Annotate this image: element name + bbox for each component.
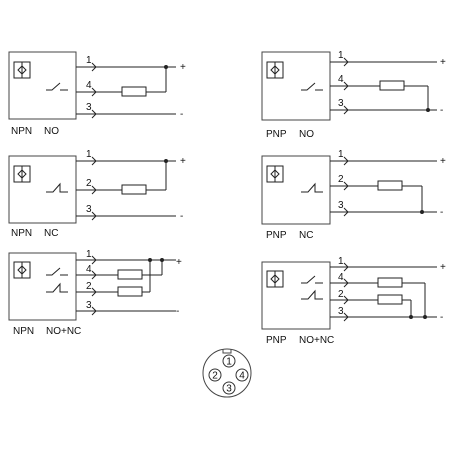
pin-number: 3: [86, 300, 92, 311]
svg-text:3: 3: [226, 384, 232, 395]
pin-number: 2: [86, 178, 92, 189]
no-switch-icon: [301, 275, 323, 284]
supply-minus-label: -: [180, 211, 183, 222]
sensor-body: [261, 51, 331, 121]
connector-arrows-icon: [91, 156, 97, 221]
supply-minus-label: -: [180, 109, 183, 120]
output-type-label: NPN: [13, 326, 34, 337]
connector-pin-2: 2: [208, 368, 222, 382]
pin-number: 4: [86, 264, 92, 275]
pin-number: 2: [86, 281, 92, 292]
sensor-symbol-icon: [266, 165, 284, 183]
supply-plus-label: +: [180, 156, 186, 167]
pnp-nc-diagram: 1 2 3 + - PNP NC: [261, 149, 446, 241]
load-resistor: [121, 184, 147, 195]
supply-plus-label: +: [440, 262, 446, 273]
no-switch-icon: [301, 82, 323, 91]
svg-text:4: 4: [239, 371, 245, 382]
supply-plus-label: +: [440, 156, 446, 167]
pin-number: 4: [338, 74, 344, 85]
connector-arrows-icon: [91, 255, 97, 316]
sensor-symbol-icon: [13, 165, 31, 183]
sensor-body: [8, 252, 77, 321]
supply-plus-label: +: [176, 257, 182, 268]
contact-mode-label: NC: [299, 230, 313, 241]
pin-number: 1: [338, 149, 344, 160]
output-type-label: NPN: [11, 228, 32, 239]
sensor-symbol-icon: [266, 61, 284, 79]
connector-pin-3: 3: [222, 381, 236, 395]
connector-pinout: 1 2 3 4: [202, 348, 252, 398]
pin-number: 3: [338, 306, 344, 317]
connector-arrows-icon: [343, 262, 349, 322]
contact-mode-label: NO: [299, 129, 314, 140]
pin-number: 3: [86, 102, 92, 113]
output-type-label: PNP: [266, 129, 287, 140]
sensor-body: [261, 155, 331, 225]
load-resistor: [379, 80, 405, 91]
load-resistor: [377, 277, 403, 288]
pnp-no-nc-diagram: 1 4 2 3 + - PNP NO+NC: [261, 256, 446, 346]
supply-minus-label: -: [440, 105, 443, 116]
supply-minus-label: -: [440, 312, 443, 323]
npn-nc-diagram: 1 2 3 + - NPN NC: [8, 149, 186, 239]
pin-number: 4: [338, 272, 344, 283]
svg-text:2: 2: [212, 371, 218, 382]
pin-number: 1: [338, 256, 344, 267]
pin-number: 4: [86, 80, 92, 91]
contact-mode-label: NO+NC: [299, 335, 334, 346]
output-type-label: NPN: [11, 126, 32, 137]
pnp-no-diagram: 1 4 3 + - PNP NO: [261, 50, 446, 140]
connector-face-icon: [202, 348, 252, 398]
sensor-symbol-icon: [266, 270, 284, 288]
contact-mode-label: NO: [44, 126, 59, 137]
nc-switch-icon: [301, 289, 323, 300]
supply-minus-label: -: [440, 207, 443, 218]
connector-arrows-icon: [91, 62, 97, 119]
npn-no-diagram: 1 4 3 + - NPN NO: [8, 51, 186, 137]
sensor-symbol-icon: [13, 61, 31, 79]
pin-number: 3: [86, 204, 92, 215]
pin-number: 2: [338, 289, 344, 300]
sensor-body: [261, 261, 331, 330]
sensor-body: [8, 51, 77, 120]
contact-mode-label: NO+NC: [46, 326, 81, 337]
output-type-label: PNP: [266, 335, 287, 346]
sensor-symbol-icon: [13, 261, 31, 279]
nc-switch-icon: [301, 182, 323, 193]
no-switch-icon: [46, 267, 68, 276]
contact-mode-label: NC: [44, 228, 58, 239]
supply-plus-label: +: [440, 57, 446, 68]
no-switch-icon: [46, 82, 68, 91]
connector-pin-4: 4: [235, 368, 249, 382]
load-resistor: [121, 86, 147, 97]
pin-number: 1: [86, 249, 92, 260]
nc-switch-icon: [46, 182, 68, 193]
pin-number: 1: [338, 50, 344, 61]
sensor-body: [8, 155, 77, 224]
pin-number: 3: [338, 200, 344, 211]
supply-minus-label: -: [176, 306, 179, 317]
supply-plus-label: +: [180, 62, 186, 73]
load-resistor: [117, 269, 143, 280]
pin-number: 1: [86, 149, 92, 160]
output-type-label: PNP: [266, 230, 287, 241]
connector-pin-1: 1: [222, 354, 236, 368]
pin-number: 1: [86, 55, 92, 66]
connector-key-notch: [222, 349, 232, 354]
load-resistor: [377, 180, 403, 191]
npn-no-nc-diagram: 1 4 2 3 + - NPN NO+NC: [8, 249, 182, 337]
nc-switch-icon: [46, 282, 68, 293]
load-resistor: [377, 294, 403, 305]
load-resistor: [117, 286, 143, 297]
pin-number: 3: [338, 98, 344, 109]
svg-text:1: 1: [226, 357, 232, 368]
pin-number: 2: [338, 174, 344, 185]
